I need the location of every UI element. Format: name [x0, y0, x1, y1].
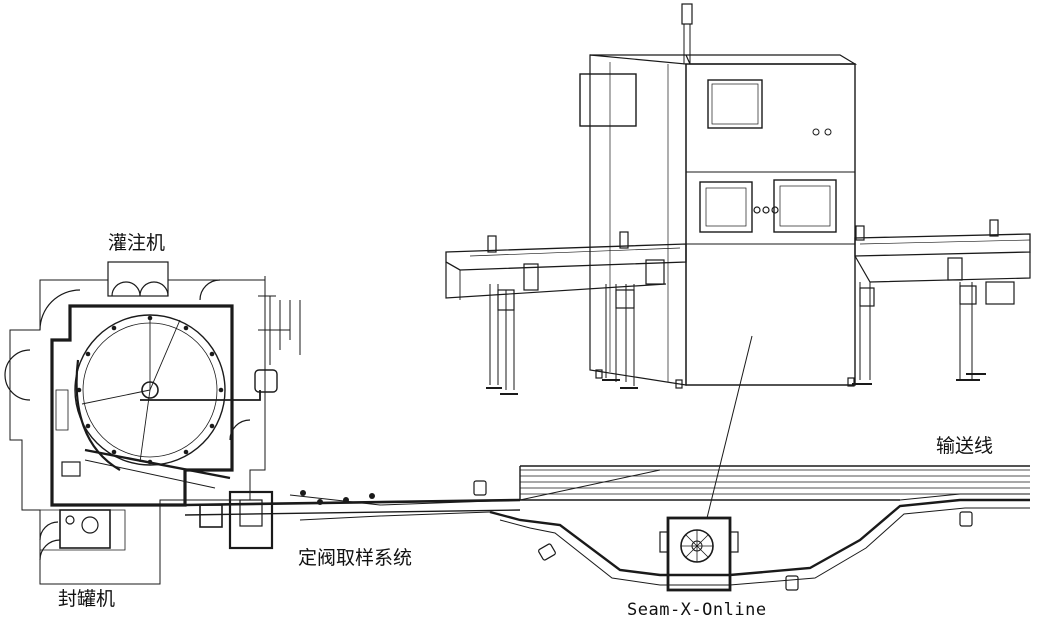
seam-x-machine-3d [445, 3, 1031, 395]
inspector-label: Seam-X-Online [627, 600, 767, 620]
filler-label: 灌注机 [108, 232, 166, 254]
conveyor-line [489, 465, 1030, 591]
seamer-label: 封罐机 [58, 588, 116, 610]
transfer-track [184, 480, 521, 550]
conveyor-label: 输送线 [936, 435, 994, 457]
sampling-system-label: 定阀取样系统 [298, 547, 413, 569]
filler-seamer-layout [4, 261, 301, 585]
seam-x-top-view [659, 335, 753, 592]
